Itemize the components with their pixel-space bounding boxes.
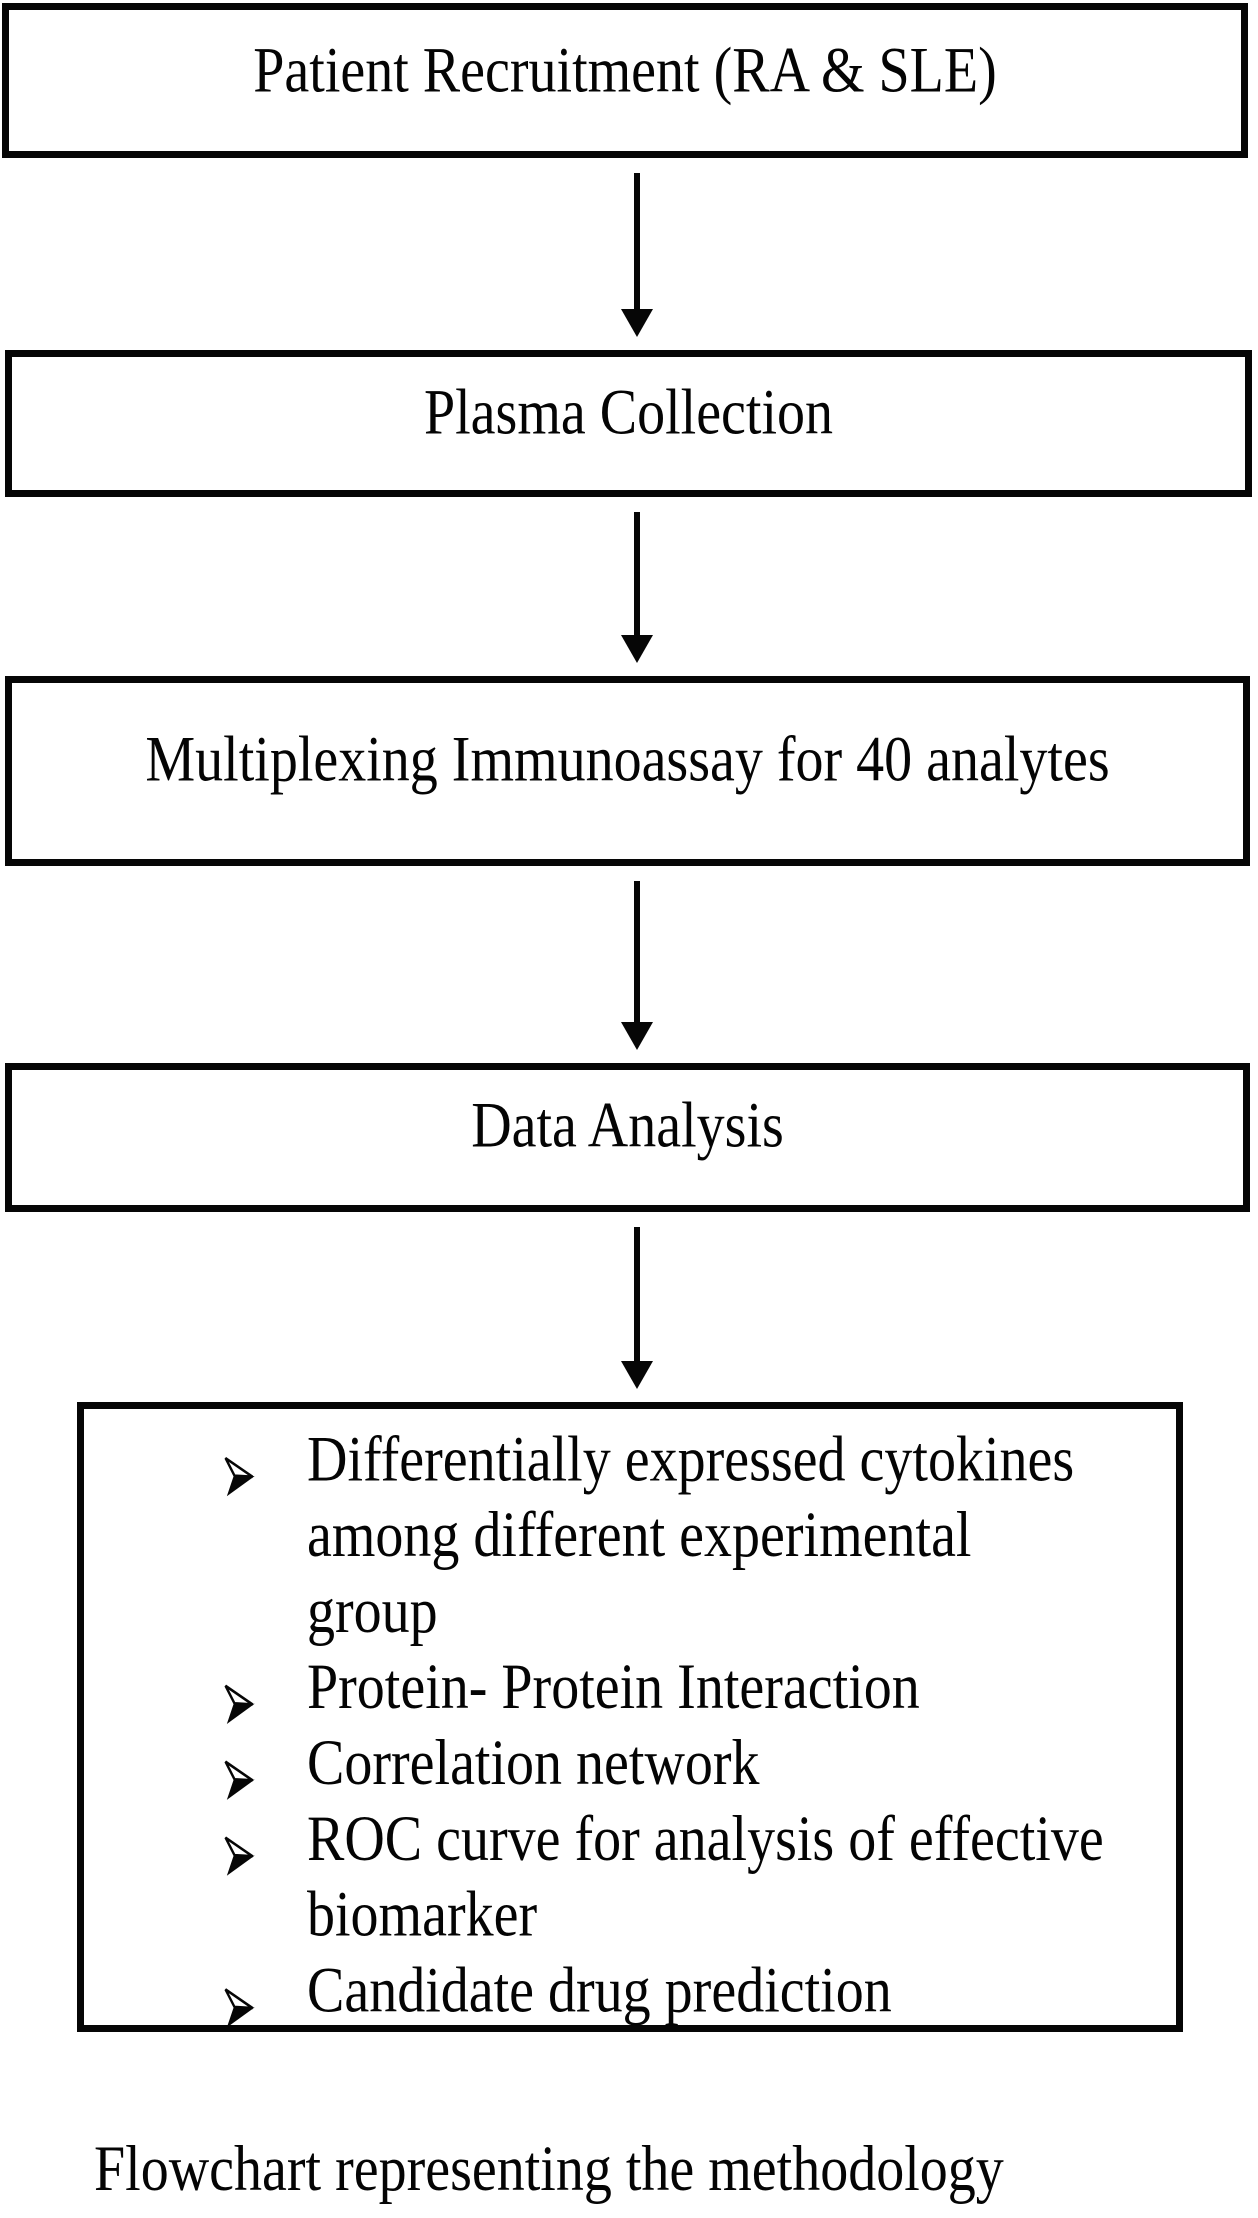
arrow-down-icon [620,512,654,663]
analysis-item: Candidate drug prediction [84,1953,1158,2029]
arrowhead-bullet-icon [220,1969,258,2028]
analysis-item: Differentially expressed cytokines among… [84,1422,1158,1650]
arrow-head [621,1361,653,1389]
arrow-head [621,635,653,663]
arrow-down-icon [620,173,654,337]
analysis-item: Protein- Protein Interaction [84,1649,1158,1725]
step-label: Data Analysis [471,1089,784,1162]
flow-step-plasma-collection: Plasma Collection [5,350,1252,497]
flow-step-data-analysis: Data Analysis [5,1063,1250,1212]
arrow-shaft [634,512,640,637]
arrowhead-bullet-icon [220,1438,258,1497]
step-label: Plasma Collection [423,376,834,449]
arrow-down-icon [620,881,654,1050]
analysis-item-text: Differentially expressed cytokines among… [307,1423,1075,1648]
arrow-head [621,309,653,337]
arrowhead-bullet-icon [220,1665,258,1724]
arrow-down-icon [620,1227,654,1389]
analysis-panel: Differentially expressed cytokines among… [77,1402,1183,2032]
arrow-head [621,1022,653,1050]
arrowhead-bullet-icon [220,1741,258,1800]
arrowhead-bullet-icon [220,1817,258,1876]
analysis-list: Differentially expressed cytokines among… [84,1409,1176,2029]
flow-step-patient-recruitment: Patient Recruitment (RA & SLE) [2,3,1248,158]
analysis-item-text: ROC curve for analysis of effective biom… [307,1803,1104,1951]
analysis-item: ROC curve for analysis of effective biom… [84,1801,1158,1953]
flow-step-multiplexing-immunoassay: Multiplexing Immunoassay for 40 analytes [5,676,1250,866]
step-label: Multiplexing Immunoassay for 40 analytes [145,723,1110,796]
arrow-shaft [634,173,640,311]
arrow-shaft [634,881,640,1024]
analysis-item-text: Protein- Protein Interaction [307,1651,920,1723]
analysis-item-text: Correlation network [307,1727,760,1799]
arrow-shaft [634,1227,640,1363]
analysis-item-text: Candidate drug prediction [307,1955,892,2027]
analysis-item: Correlation network [84,1725,1158,1801]
figure-caption: Flowchart representing the methodology [94,2133,1004,2205]
step-label: Patient Recruitment (RA & SLE) [253,34,997,107]
